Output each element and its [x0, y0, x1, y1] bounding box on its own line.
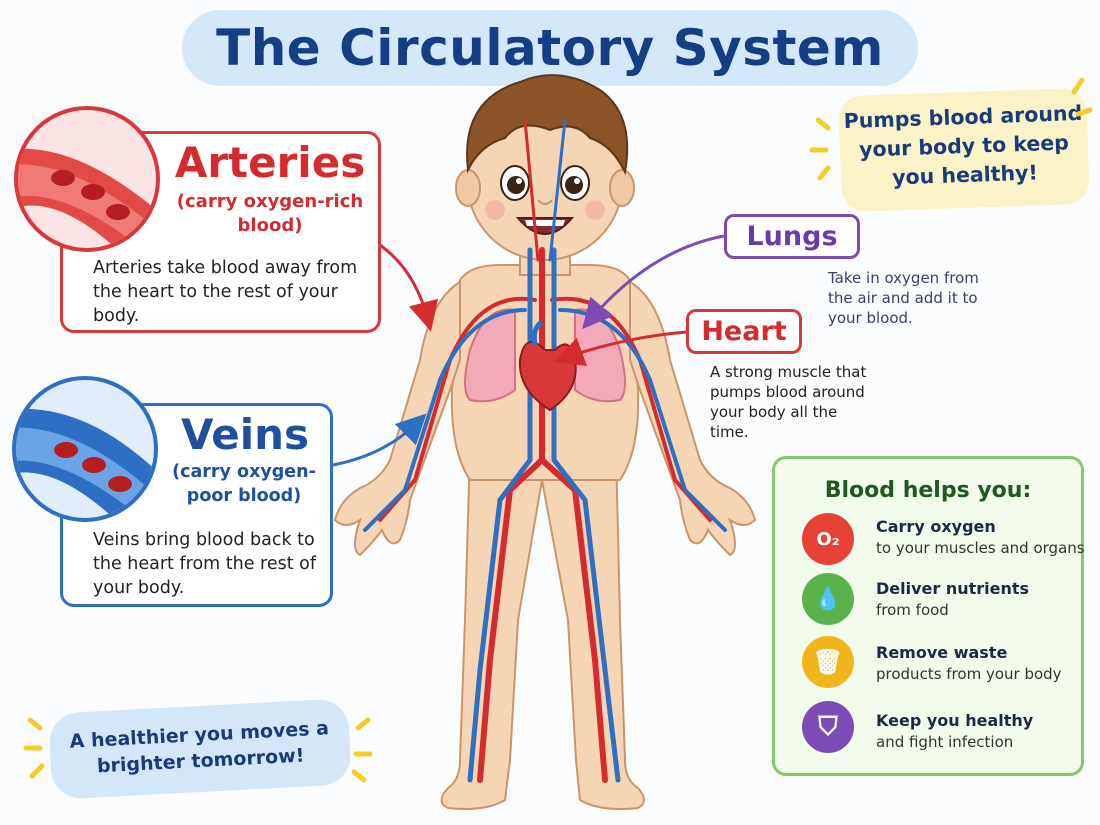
healthier-sparkles — [23, 717, 373, 783]
arteries-subtitle: (carry oxygen-rich blood) — [176, 191, 364, 236]
artery-illustration — [14, 106, 160, 252]
oxygen-o2-icon: O₂ — [802, 513, 854, 565]
body-illustration — [333, 74, 757, 810]
veins-arrow — [332, 413, 427, 467]
vein-illustration — [12, 376, 158, 522]
page-title: The Circulatory System — [216, 19, 884, 77]
veins-subtitle: (carry oxygen-poor blood) — [172, 462, 316, 506]
heart-description: A strong muscle that pumps blood around … — [710, 363, 867, 441]
lungs-organ — [464, 308, 626, 403]
help-item-heading: Deliver nutrients — [876, 579, 1030, 598]
heart-arrow — [553, 330, 687, 366]
trash-can-icon: 🗑 — [802, 636, 854, 688]
shield-icon: ⛉ — [802, 701, 854, 753]
heart-label: Heart — [686, 309, 802, 354]
pumps-sparkles — [809, 77, 1093, 181]
help-item-detail: products from your body — [876, 665, 1062, 683]
lungs-arrow — [582, 234, 725, 330]
help-item-detail: and fight infection — [876, 733, 1014, 751]
vein-vessel-icon — [16, 408, 154, 518]
help-item-heading: Carry oxygen — [876, 517, 996, 536]
lungs-label: Lungs — [724, 214, 860, 259]
hair — [466, 74, 629, 176]
help-item-heading: Keep you healthy — [876, 711, 1034, 730]
veins-description: Veins bring blood back to the heart from… — [93, 530, 317, 598]
help-item-heading: Remove waste — [876, 643, 1008, 662]
arteries-title: Arteries — [174, 138, 366, 187]
title-banner: The Circulatory System — [182, 10, 918, 86]
lungs-description: Take in oxygen from the air and add it t… — [828, 269, 979, 327]
nutrient-drop-icon: 💧 — [802, 573, 854, 625]
help-item-detail: to your muscles and organs — [876, 539, 1085, 557]
arteries-arrow — [379, 243, 438, 332]
help-item-detail: from food — [876, 601, 949, 619]
veins-title: Veins — [181, 410, 309, 459]
arteries-description: Arteries take blood away from the heart … — [93, 258, 358, 326]
blood-helps-title: Blood helps you: — [824, 478, 1032, 503]
artery-vessel-icon — [18, 148, 156, 248]
